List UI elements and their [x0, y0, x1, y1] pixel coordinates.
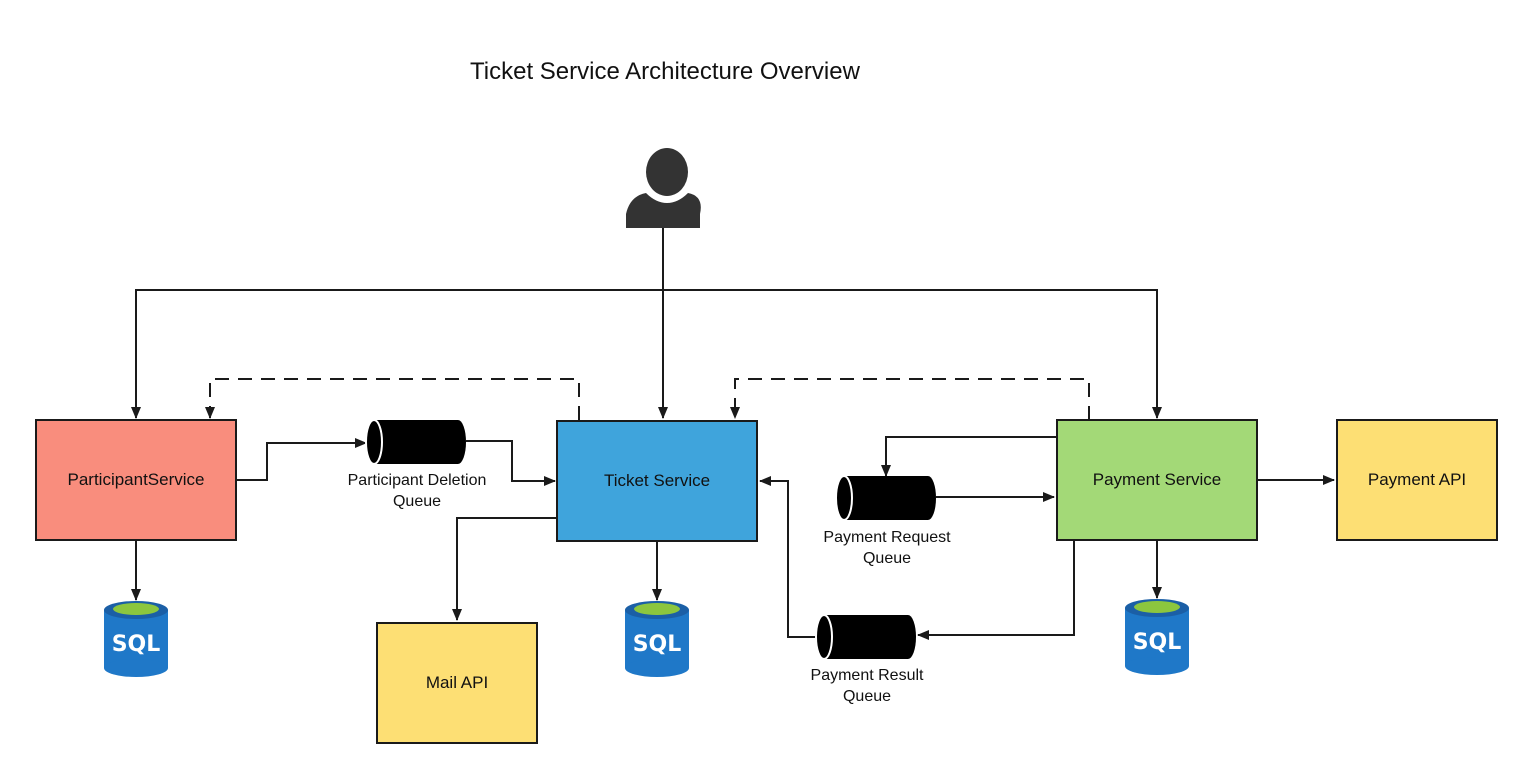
payment-api-label: Payment API	[1367, 470, 1467, 489]
edge-user-to-payment-service	[663, 289, 1162, 419]
ticket-service-label: Ticket Service	[603, 471, 711, 490]
queue-label-line: Queue	[842, 688, 892, 705]
ticket-service-node[interactable]: Ticket Service	[556, 420, 758, 542]
payment-db: SQL	[1125, 602, 1189, 672]
edge-ticket-to-participant-dashed	[205, 378, 580, 420]
edge-payment-to-ticket-dashed	[730, 378, 1090, 420]
participant-service-node[interactable]: ParticipantService	[35, 419, 237, 541]
participant-deletion-queue-label: Participant Deletion Queue	[332, 470, 502, 512]
edge-deletion-queue-to-ticket	[466, 440, 556, 486]
edge-participant-to-deletion-queue	[237, 438, 367, 481]
payment-service-node[interactable]: Payment Service	[1056, 419, 1258, 541]
db-label: SQL	[111, 632, 161, 657]
diagram-title: Ticket Service Architecture Overview	[470, 58, 860, 85]
mail-api-node[interactable]: Mail API	[376, 622, 538, 744]
sql-database-icon	[104, 601, 168, 677]
payment-service-label: Payment Service	[1092, 470, 1222, 489]
edge-payment-to-result-queue	[917, 541, 1075, 640]
ticket-db: SQL	[625, 604, 689, 674]
queue-cylinder-icon	[365, 419, 466, 465]
participant-db: SQL	[104, 604, 168, 674]
payment-api-node[interactable]: Payment API	[1336, 419, 1498, 541]
db-label: SQL	[1132, 630, 1182, 655]
queue-cylinder-icon	[835, 475, 936, 521]
sql-database-icon	[1125, 599, 1189, 675]
queue-label-line: Payment Result	[810, 667, 924, 684]
payment-request-queue-label: Payment Request Queue	[802, 527, 972, 569]
queue-label-line: Participant Deletion	[347, 472, 487, 489]
edge-user-to-participant-service	[131, 289, 663, 419]
user-icon	[626, 148, 701, 228]
edge-payment-to-request-queue	[881, 436, 1057, 477]
queue-label-line: Queue	[862, 550, 912, 567]
edge-result-queue-to-ticket	[759, 476, 818, 638]
participant-service-label: ParticipantService	[67, 470, 205, 489]
db-label: SQL	[632, 632, 682, 657]
sql-database-icon	[625, 601, 689, 677]
queue-cylinder-icon	[815, 614, 916, 660]
payment-result-queue-label: Payment Result Queue	[782, 665, 952, 707]
edge-ticket-to-mail-api	[452, 517, 557, 621]
queue-label-line: Queue	[392, 493, 442, 510]
queue-label-line: Payment Request	[823, 529, 951, 546]
mail-api-label: Mail API	[425, 673, 489, 692]
